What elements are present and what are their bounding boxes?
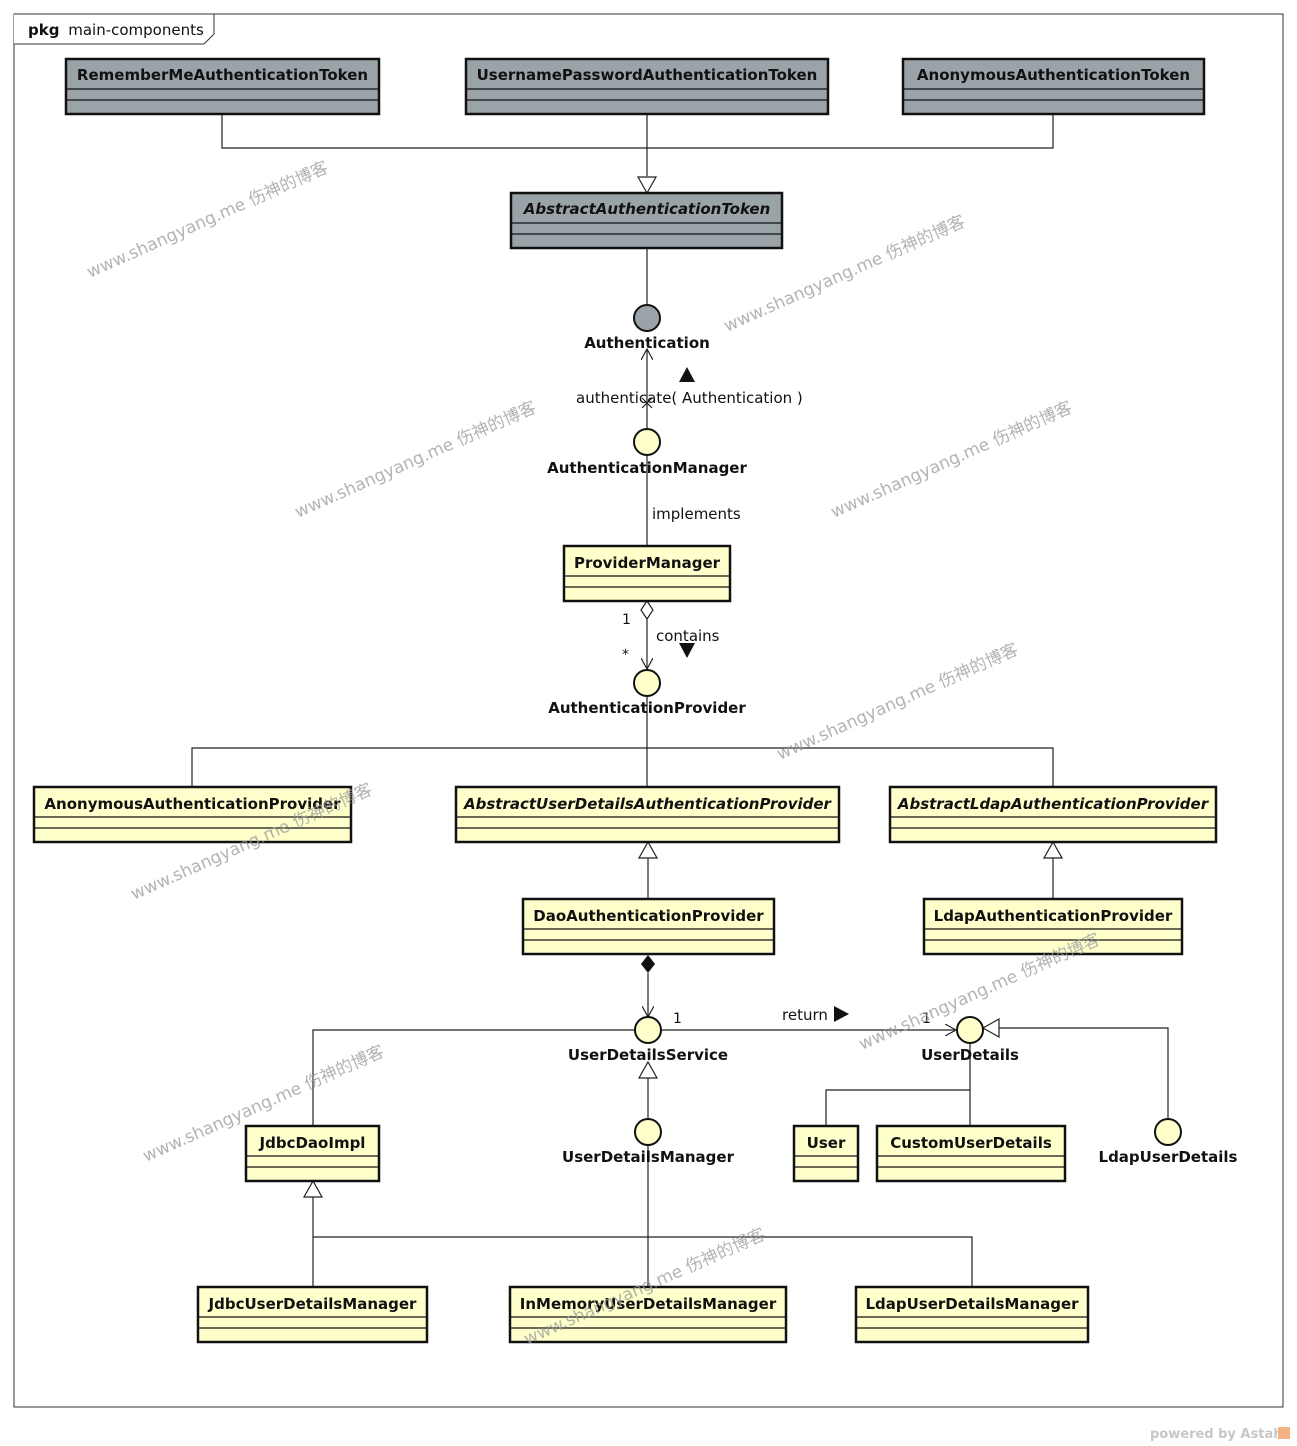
class-name: AbstractAuthenticationToken	[523, 200, 771, 218]
class-anonymous-token: AnonymousAuthenticationToken	[901, 57, 1206, 116]
interface-user-details: UserDetails	[921, 1016, 1019, 1064]
interface-user-details-manager: UserDetailsManager	[562, 1118, 735, 1166]
interface-authentication-provider: AuthenticationProvider	[548, 669, 746, 717]
generalization-ldapuserdetails	[999, 1027, 1169, 1118]
class-jdbc-dao-impl: JdbcDaoImpl	[244, 1124, 381, 1183]
package-keyword: pkg	[28, 21, 59, 39]
powered-by-text: powered by Astah	[1150, 1427, 1282, 1442]
class-name: CustomUserDetails	[890, 1134, 1052, 1152]
class-name: AnonymousAuthenticationProvider	[44, 795, 341, 813]
class-name: JdbcUserDetailsManager	[208, 1295, 418, 1313]
interface-name: Authentication	[584, 334, 710, 352]
class-abstract-token: AbstractAuthenticationToken	[509, 191, 784, 250]
class-name: UsernamePasswordAuthenticationToken	[477, 66, 818, 84]
direction-down-triangle	[679, 643, 695, 658]
class-user: User	[792, 1124, 860, 1183]
watermark-text: www.shangyang.me 伤神的博客	[84, 158, 332, 283]
class-name: InMemoryUserDetailsManager	[520, 1295, 777, 1313]
class-provider-manager: ProviderManager	[562, 544, 732, 603]
interface-name: AuthenticationProvider	[548, 699, 746, 717]
class-anonymous-provider: AnonymousAuthenticationProvider	[32, 785, 353, 844]
interface-user-details-service: UserDetailsService	[568, 1016, 728, 1064]
class-jdbc-user-details-manager: JdbcUserDetailsManager	[196, 1285, 429, 1344]
edges	[191, 114, 1169, 1287]
label-return: return	[782, 1006, 828, 1024]
class-in-memory-user-details-manager: InMemoryUserDetailsManager	[508, 1285, 788, 1344]
svg-text:pkg main-components: pkg main-components	[28, 21, 204, 39]
class-ldap-provider: LdapAuthenticationProvider	[922, 897, 1184, 956]
realization-user	[825, 1089, 970, 1126]
realization-provider-bus	[191, 747, 1054, 787]
class-name: RememberMeAuthenticationToken	[77, 66, 368, 84]
package-name: main-components	[68, 21, 204, 39]
label-authenticate: authenticate( Authentication )	[576, 389, 803, 407]
class-remember-me-token: RememberMeAuthenticationToken	[64, 57, 381, 116]
composition-diamond	[641, 955, 655, 973]
class-name: AbstractLdapAuthenticationProvider	[897, 795, 1210, 813]
interface-name: AuthenticationManager	[547, 459, 747, 477]
class-abstract-ldap-provider: AbstractLdapAuthenticationProvider	[888, 785, 1218, 844]
label-contains: contains	[656, 627, 720, 645]
dependency-cross	[641, 397, 653, 409]
watermark-text: www.shangyang.me 伤神的博客	[774, 640, 1022, 765]
generalization-tokens-bus	[221, 114, 1054, 149]
class-name: LdapUserDetailsManager	[865, 1295, 1079, 1313]
class-name: AbstractUserDetailsAuthenticationProvide…	[463, 795, 833, 813]
class-dao-provider: DaoAuthenticationProvider	[521, 897, 776, 956]
interface-name: UserDetails	[921, 1046, 1019, 1064]
interface-ldap-user-details: LdapUserDetails	[1099, 1118, 1238, 1166]
multiplicity-one: 1	[622, 612, 631, 628]
astah-logo-icon	[1278, 1427, 1290, 1439]
class-name: AnonymousAuthenticationToken	[917, 66, 1190, 84]
class-name: JdbcDaoImpl	[259, 1134, 366, 1152]
label-implements: implements	[652, 505, 741, 523]
multiplicity-ud: 1	[922, 1011, 931, 1027]
generalization-arrowhead	[636, 176, 658, 195]
interface-authentication-manager: AuthenticationManager	[547, 428, 747, 477]
class-username-password-token: UsernamePasswordAuthenticationToken	[464, 57, 830, 116]
interface-name: UserDetailsManager	[562, 1148, 735, 1166]
class-ldap-user-details-manager: LdapUserDetailsManager	[854, 1285, 1090, 1344]
direction-up-triangle	[679, 367, 695, 382]
interface-name: LdapUserDetails	[1099, 1148, 1238, 1166]
class-name: User	[807, 1134, 846, 1152]
realization-udm-bus	[313, 1236, 973, 1287]
class-name: ProviderManager	[574, 554, 721, 572]
powered-by: powered by Astah	[1150, 1427, 1290, 1442]
direction-right-triangle	[834, 1006, 849, 1022]
class-abstract-user-details-provider: AbstractUserDetailsAuthenticationProvide…	[454, 785, 841, 844]
multiplicity-many: *	[622, 647, 629, 663]
realization-jdbcdaoimpl	[312, 1029, 634, 1126]
class-name: LdapAuthenticationProvider	[934, 907, 1173, 925]
interface-name: UserDetailsService	[568, 1046, 728, 1064]
package-frame: pkg main-components	[13, 13, 1284, 1408]
watermark-text: www.shangyang.me 伤神的博客	[292, 398, 540, 523]
watermark-text: www.shangyang.me 伤神的博客	[828, 398, 1076, 523]
aggregation-diamond	[640, 599, 654, 621]
interface-authentication: Authentication	[584, 304, 710, 352]
class-custom-user-details: CustomUserDetails	[875, 1124, 1067, 1183]
multiplicity-uds: 1	[673, 1011, 682, 1027]
class-name: DaoAuthenticationProvider	[533, 907, 764, 925]
